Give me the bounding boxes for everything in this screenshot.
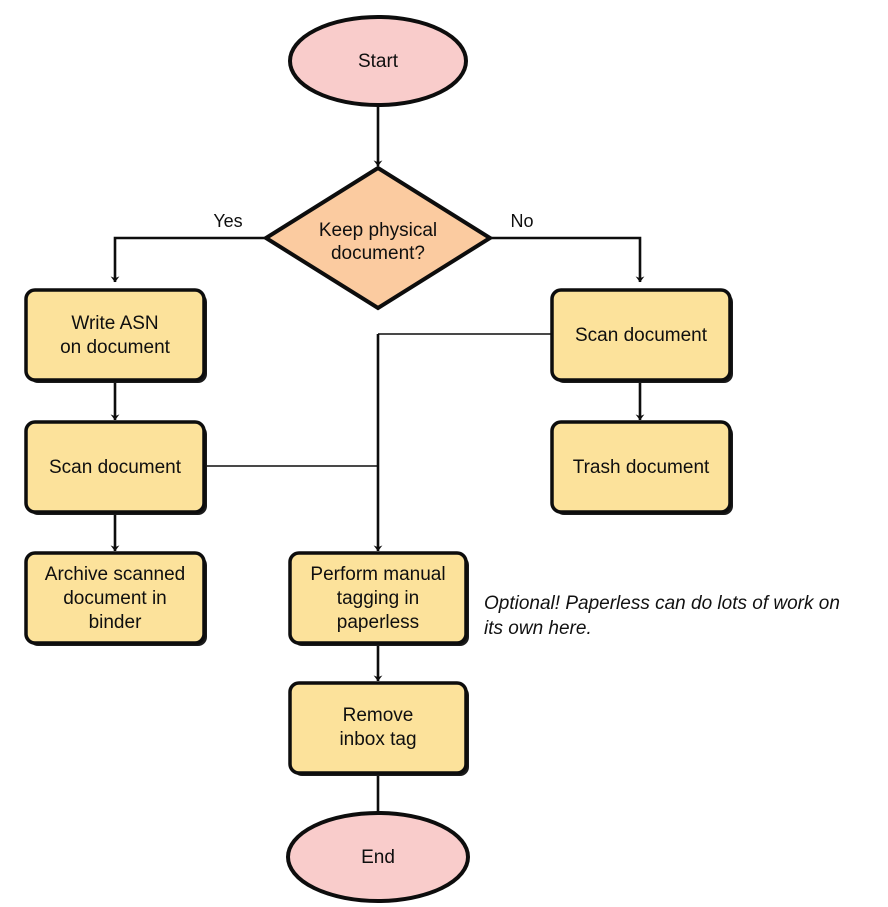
remove-inbox-label-line1: Remove	[343, 705, 414, 726]
annotation-optional-note: Optional! Paperless can do lots of work …	[484, 593, 840, 639]
decision-label-line2: document?	[331, 243, 425, 264]
edge-decision-no-to-scan-right	[490, 236, 645, 283]
scan-left-label: Scan document	[49, 457, 182, 478]
scan-right-box-shape	[550, 288, 732, 382]
edge-decision-yes-to-write-asn	[110, 236, 266, 283]
remove-inbox-label-line2: inbox tag	[339, 729, 416, 750]
start-ellipse-shape	[288, 15, 468, 107]
node-remove-inbox-tag[interactable]: Remove inbox tag	[288, 681, 469, 776]
node-scan-document-right[interactable]: Scan document	[550, 288, 733, 383]
node-write-asn-on-document[interactable]: Write ASN on document	[24, 288, 207, 383]
write-asn-label-line1: Write ASN	[71, 313, 158, 334]
decision-label-line1: Keep physical	[319, 220, 437, 241]
node-end[interactable]: End	[286, 811, 470, 903]
trash-box-shape	[550, 420, 732, 514]
node-decision-keep-physical-document[interactable]: Keep physical document?	[262, 165, 494, 311]
tagging-box-shape	[288, 551, 468, 645]
write-asn-label-line2: on document	[60, 337, 171, 358]
edge-label-no: No	[510, 211, 533, 231]
remove-inbox-box-shape	[288, 681, 468, 775]
tagging-label-line1: Perform manual	[310, 564, 445, 585]
node-perform-manual-tagging[interactable]: Perform manual tagging in paperless	[288, 551, 469, 646]
archive-box-shape	[24, 551, 206, 645]
start-label: Start	[358, 51, 399, 72]
node-scan-document-left[interactable]: Scan document	[24, 420, 207, 515]
trash-label: Trash document	[573, 457, 710, 478]
annotation-line1: Optional! Paperless can do lots of work …	[484, 593, 840, 614]
end-ellipse-shape	[286, 811, 470, 903]
node-trash-document[interactable]: Trash document	[550, 420, 733, 515]
tagging-label-line3: paperless	[337, 612, 419, 633]
connectors-group	[110, 104, 645, 819]
node-archive-scanned-document-in-binder[interactable]: Archive scanned document in binder	[24, 551, 207, 646]
end-label: End	[361, 847, 395, 868]
scan-right-label: Scan document	[575, 325, 708, 346]
edge-label-yes: Yes	[213, 211, 242, 231]
tagging-label-line2: tagging in	[337, 588, 419, 609]
archive-label-line3: binder	[89, 612, 142, 633]
scan-left-box-shape	[24, 420, 206, 514]
archive-label-line1: Archive scanned	[45, 564, 185, 585]
annotation-line2: its own here.	[484, 618, 592, 639]
node-start[interactable]: Start	[288, 15, 468, 107]
decision-diamond-shape	[262, 165, 494, 311]
archive-label-line2: document in	[63, 588, 167, 609]
write-asn-box-shape	[24, 288, 206, 382]
